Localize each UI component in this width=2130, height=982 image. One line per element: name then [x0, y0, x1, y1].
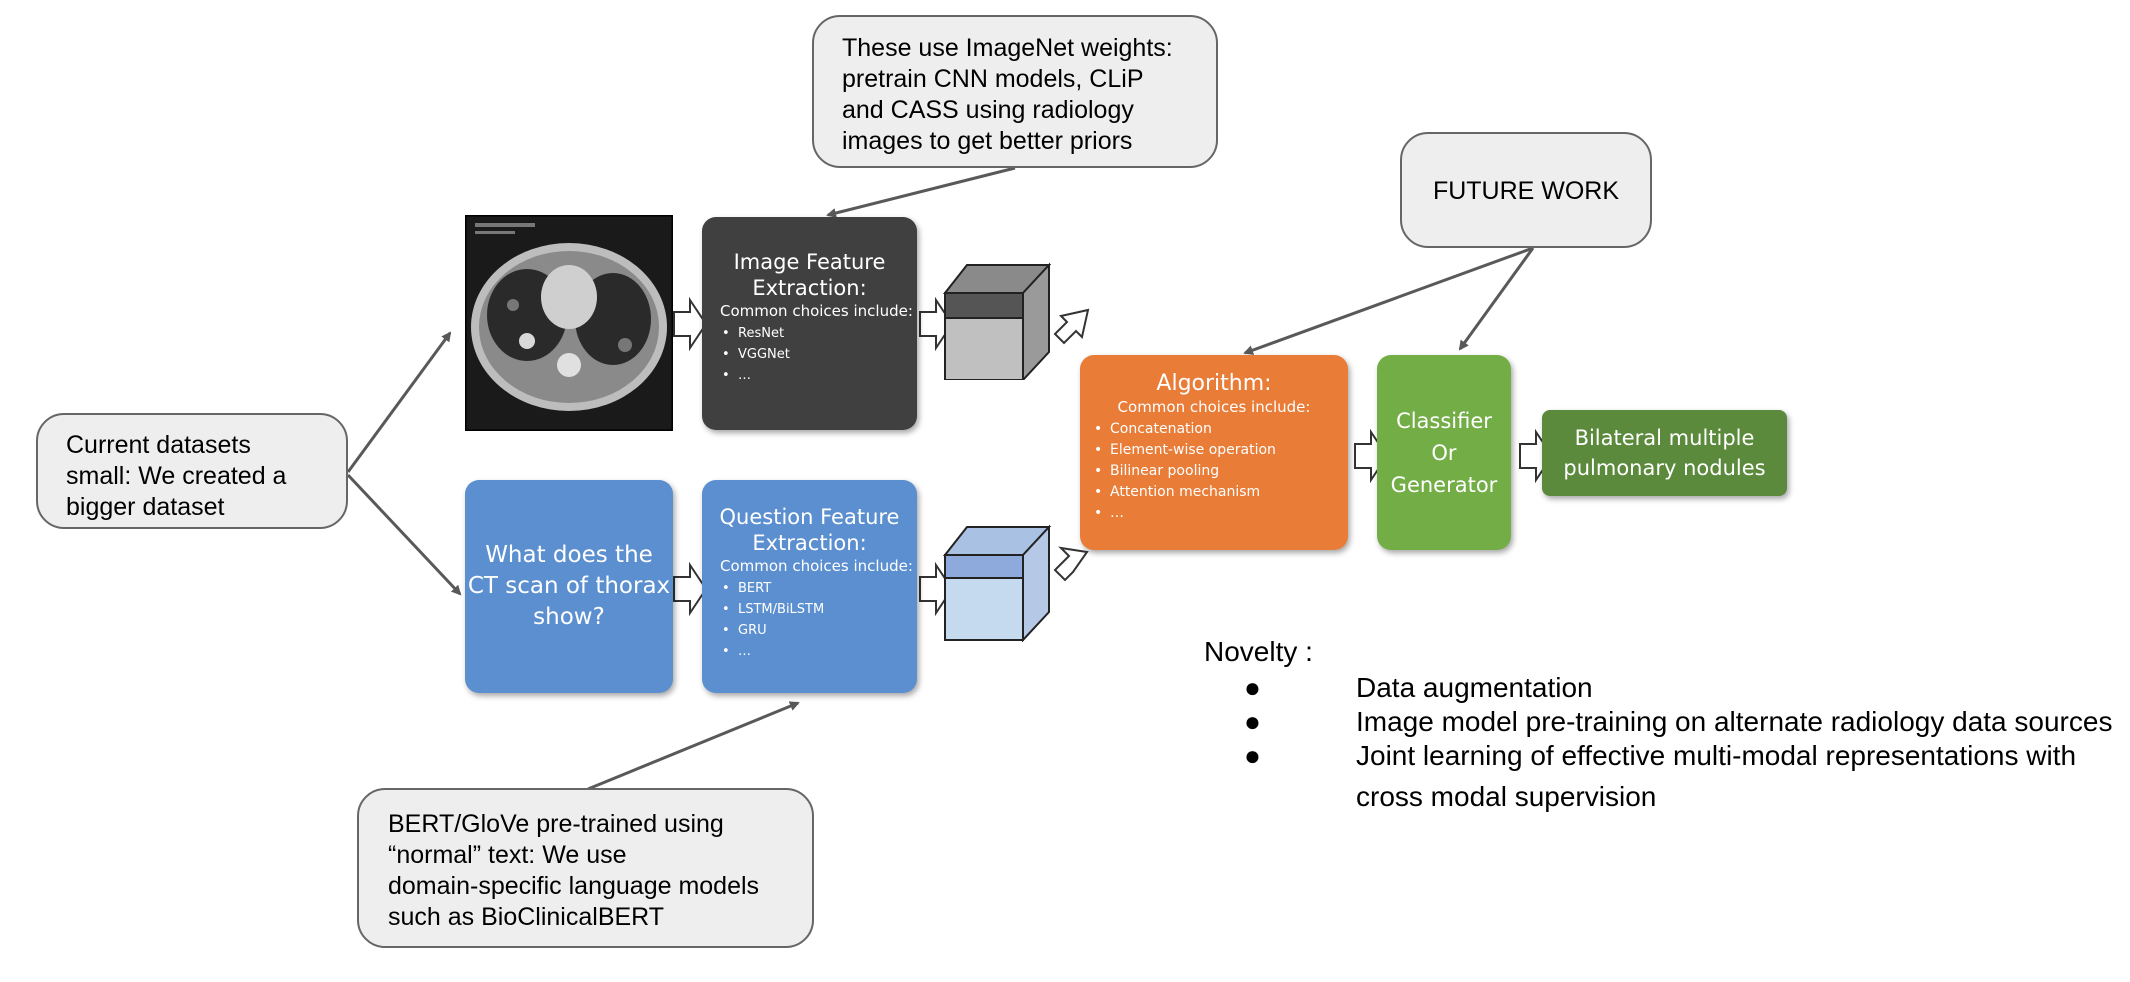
bert-callout-line3: domain-specific language models: [388, 872, 760, 900]
output-answer-box: Bilateral multiple pulmonary nodules: [1542, 410, 1787, 496]
block-arrow-question-to-feature: [673, 561, 708, 617]
algorithm-title: Algorithm:: [1156, 371, 1272, 396]
image-feature-subtitle: Common choices include:: [720, 302, 913, 320]
bullet-icon: ●: [1244, 706, 1261, 737]
question-feature-subtitle: Common choices include:: [720, 557, 913, 575]
list-item: ResNet: [716, 323, 917, 344]
novelty-section: Novelty : ● Data augmentation ● Image mo…: [1204, 636, 2112, 836]
bert-callout: BERT/GloVe pre-trained using “normal” te…: [357, 788, 814, 948]
bert-callout-line2: “normal” text: We use: [388, 841, 627, 869]
classifier-line3: Generator: [1390, 473, 1498, 497]
bert-callout-line4: such as BioClinicalBERT: [388, 903, 665, 931]
list-item: …: [1088, 503, 1348, 524]
image-feature-cube: [943, 262, 1052, 380]
question-line3: show?: [533, 604, 605, 630]
datasets-callout-line3: bigger dataset: [66, 493, 225, 521]
list-item: BERT: [716, 578, 917, 599]
algorithm-box: Algorithm: Common choices include: Conca…: [1080, 355, 1348, 550]
arrow-datasets-to-ct: [346, 331, 452, 473]
novelty-item-text-line1: Joint learning of effective multi-modal …: [1356, 740, 2077, 771]
imagenet-callout-line1: These use ImageNet weights:: [842, 34, 1173, 62]
novelty-heading: Novelty :: [1204, 636, 1313, 667]
datasets-callout-line2: small: We created a: [66, 462, 287, 490]
question-feature-list: BERT LSTM/BiLSTM GRU …: [702, 578, 917, 662]
bullet-icon: ●: [1244, 672, 1261, 703]
novelty-item-text-line2: cross modal supervision: [1356, 781, 1657, 812]
output-line2: pulmonary nodules: [1563, 456, 1766, 480]
novelty-item-text: Data augmentation: [1356, 672, 1593, 703]
question-line1: What does the: [485, 542, 653, 568]
question-feature-cube: [943, 524, 1052, 642]
list-item: LSTM/BiLSTM: [716, 599, 917, 620]
bullet-icon: ●: [1244, 740, 1261, 771]
question-line2: CT scan of thorax: [467, 573, 671, 599]
imagenet-callout-line3: and CASS using radiology: [842, 96, 1134, 124]
image-feature-list: ResNet VGGNet …: [702, 323, 917, 386]
list-item: Element-wise operation: [1088, 440, 1348, 461]
future-work-label: FUTURE WORK: [1432, 177, 1620, 205]
arrow-future-to-algorithm: [1243, 246, 1534, 355]
arrow-future-to-classifier: [1458, 247, 1535, 351]
output-line1: Bilateral multiple: [1574, 426, 1755, 450]
block-arrow-bottom-cube-to-algorithm: [1053, 546, 1089, 582]
question-box: What does the CT scan of thorax show?: [465, 480, 673, 693]
list-item: …: [716, 365, 917, 386]
block-arrow-top-cube-to-algorithm: [1053, 308, 1090, 345]
classifier-line2: Or: [1431, 441, 1457, 465]
question-feature-title-line2: Extraction:: [752, 531, 867, 555]
list-item: …: [716, 641, 917, 662]
classifier-generator-box: Classifier Or Generator: [1377, 355, 1511, 550]
classifier-line1: Classifier: [1396, 409, 1492, 433]
question-feature-extraction-box: Question Feature Extraction: Common choi…: [702, 480, 917, 693]
question-feature-title-line1: Question Feature: [719, 505, 900, 529]
list-item: Attention mechanism: [1088, 482, 1348, 503]
arrow-bert-to-question-feature: [587, 701, 800, 791]
list-item: Bilinear pooling: [1088, 461, 1348, 482]
imagenet-callout-line2: pretrain CNN models, CLiP: [842, 65, 1144, 93]
image-feature-extraction-box: Image Feature Extraction: Common choices…: [702, 217, 917, 430]
imagenet-callout: These use ImageNet weights: pretrain CNN…: [812, 15, 1218, 168]
algorithm-subtitle: Common choices include:: [1117, 398, 1311, 416]
algorithm-list: Concatenation Element-wise operation Bil…: [1080, 419, 1348, 524]
arrow-imagenet-to-image-feature: [826, 166, 1016, 218]
datasets-callout: Current datasets small: We created a big…: [36, 413, 348, 529]
image-feature-title-line2: Extraction:: [752, 276, 867, 300]
datasets-callout-line1: Current datasets: [66, 431, 251, 459]
list-item: Concatenation: [1088, 419, 1348, 440]
arrow-datasets-to-question: [346, 473, 462, 596]
future-work-callout: FUTURE WORK: [1400, 132, 1652, 248]
imagenet-callout-line4: images to get better priors: [842, 127, 1133, 155]
ct-scan-image: [463, 213, 675, 433]
list-item: GRU: [716, 620, 917, 641]
bert-callout-line1: BERT/GloVe pre-trained using: [388, 810, 724, 838]
list-item: VGGNet: [716, 344, 917, 365]
block-arrow-ct-to-feature: [673, 296, 708, 352]
image-feature-title-line1: Image Feature: [733, 250, 886, 274]
novelty-item-text: Image model pre-training on alternate ra…: [1356, 706, 2113, 737]
